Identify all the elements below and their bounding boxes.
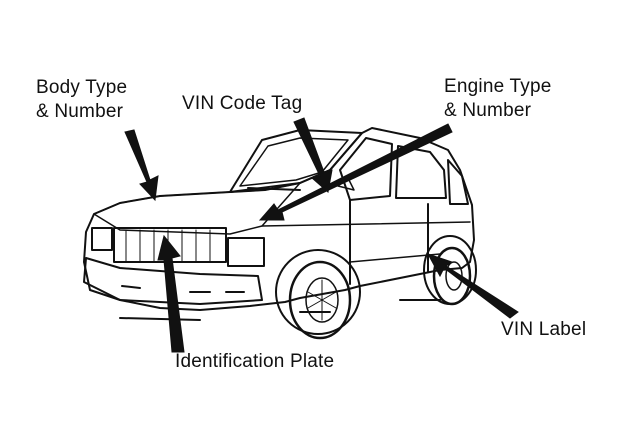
engine-type-arrow <box>258 123 453 221</box>
engine-type-line2: & Number <box>444 100 532 121</box>
vin-code-tag-label: VIN Code Tag <box>182 93 303 114</box>
front-hub-spokes <box>307 279 337 321</box>
front-side-window <box>339 137 393 201</box>
right-headlight <box>227 237 265 267</box>
body-type-arrow <box>124 129 159 202</box>
rear-quarter <box>447 159 469 205</box>
body-side-stripe <box>261 221 471 227</box>
wiper <box>247 187 301 191</box>
windshield-glass <box>239 137 349 187</box>
front-tire <box>288 260 352 340</box>
rocker-line <box>349 253 441 263</box>
identification-plate-label: Identification Plate <box>175 351 335 372</box>
front-hub <box>305 277 339 323</box>
body-type-line2: & Number <box>36 101 124 122</box>
engine-type-label: Engine Type & Number <box>444 75 552 123</box>
engine-type-line1: Engine Type <box>444 76 552 97</box>
vin-code-tag-arrow <box>293 117 333 193</box>
body-type-line1: Body Type <box>36 77 128 98</box>
ground-shadow <box>119 299 441 321</box>
rear-tire <box>432 246 472 306</box>
front-bumper <box>83 257 263 305</box>
rear-side-window <box>395 145 447 199</box>
vin-label: VIN Label <box>501 319 587 340</box>
identification-plate-arrow <box>157 234 185 353</box>
hood <box>93 182 301 235</box>
vin-label-arrow <box>426 253 519 319</box>
bumper-slots <box>121 285 245 293</box>
front-wheel-arch <box>275 249 361 335</box>
body-type-label: Body Type & Number <box>36 76 127 124</box>
left-headlight <box>91 227 113 251</box>
